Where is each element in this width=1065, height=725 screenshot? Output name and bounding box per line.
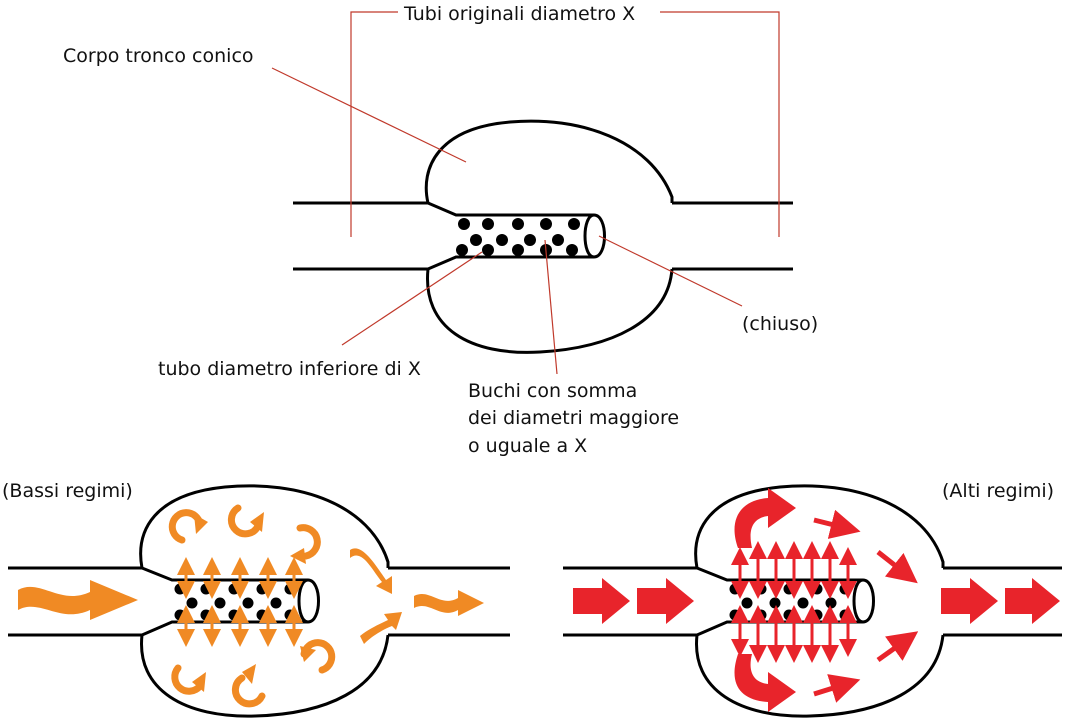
low-body-lower — [140, 634, 390, 718]
diffuse-arrow-icon — [813, 674, 861, 703]
hole — [482, 218, 494, 230]
label-alti-regimi: (Alti regimi) — [942, 480, 1054, 502]
block-arrow-icon — [573, 578, 630, 624]
block-arrow-icon — [637, 578, 694, 624]
high-tube-holes — [729, 583, 851, 621]
wavy-arrow-icon — [350, 548, 392, 594]
label-bassi-regimi: (Bassi regimi) — [2, 480, 133, 502]
high-inner-tube-bottom — [696, 620, 863, 637]
diffuse-arrow-icon — [876, 550, 918, 584]
low-tube-holes — [174, 583, 296, 621]
inner-tube-end-cap — [583, 213, 606, 259]
label-tubi-originali: Tubi originali diametro X — [403, 3, 635, 25]
circular-arrow-icon — [171, 664, 206, 695]
circular-arrow-icon — [231, 664, 266, 708]
leader-tubo-inferiore — [341, 251, 483, 346]
low-body-upper — [139, 484, 390, 569]
circular-arrow-icon — [290, 524, 321, 564]
leader-lines — [271, 11, 780, 375]
body-upper-outline — [424, 119, 674, 204]
hole — [568, 218, 580, 230]
top-diagram — [293, 119, 793, 354]
high-jets — [731, 541, 857, 663]
hole — [496, 234, 508, 246]
leader-buchi — [544, 239, 558, 375]
leader-chiuso — [598, 235, 743, 307]
low-inner-tube-cap — [297, 578, 320, 624]
body-lower-outline — [426, 268, 674, 354]
hole — [524, 234, 536, 246]
wavy-arrow-icon — [414, 590, 484, 616]
hole — [458, 218, 470, 230]
label-tubo-diametro-inferiore: tubo diametro inferiore di X — [158, 358, 421, 380]
high-body-upper — [694, 484, 945, 569]
wavy-arrow-icon — [360, 612, 402, 644]
inner-tube-top — [427, 201, 594, 217]
curved-arrow-icon — [734, 488, 796, 548]
hole — [512, 244, 524, 256]
circular-arrow-icon — [300, 639, 336, 674]
top-tube-holes — [456, 218, 580, 256]
leader-corpo — [271, 67, 467, 163]
low-jets — [177, 557, 303, 647]
block-arrow-icon — [941, 578, 998, 624]
circular-arrow-icon — [227, 504, 264, 538]
label-buchi-line3: o uguale a X — [468, 435, 587, 457]
leader-tubi-left — [350, 11, 398, 237]
high-inner-tube-cap — [852, 578, 875, 624]
inner-tube-bottom — [427, 255, 594, 271]
high-rpm-diagram — [563, 484, 1062, 718]
hole — [552, 234, 564, 246]
circular-arrow-icon — [168, 509, 208, 544]
diffuse-arrow-icon — [876, 631, 919, 663]
wavy-arrow-icon — [18, 580, 138, 620]
high-body-lower — [695, 634, 945, 718]
hole — [540, 218, 552, 230]
hole — [482, 244, 494, 256]
diffuse-arrow-icon — [813, 509, 861, 539]
curved-arrow-icon — [734, 654, 796, 712]
leader-tubi-right — [660, 11, 780, 237]
hole — [456, 244, 468, 256]
hole — [470, 234, 482, 246]
high-inner-tube-top — [696, 566, 863, 582]
low-inner-tube-bottom — [141, 620, 308, 637]
low-inner-tube-top — [141, 566, 308, 582]
label-corpo-tronco-conico: Corpo tronco conico — [63, 45, 254, 67]
hole — [566, 244, 578, 256]
label-chiuso: (chiuso) — [742, 313, 818, 335]
hole — [512, 218, 524, 230]
block-arrow-icon — [1005, 578, 1060, 624]
label-buchi-line2: dei diametri maggiore — [468, 407, 679, 429]
label-buchi-line1: Buchi con somma — [468, 380, 637, 402]
low-rpm-diagram — [8, 484, 510, 718]
